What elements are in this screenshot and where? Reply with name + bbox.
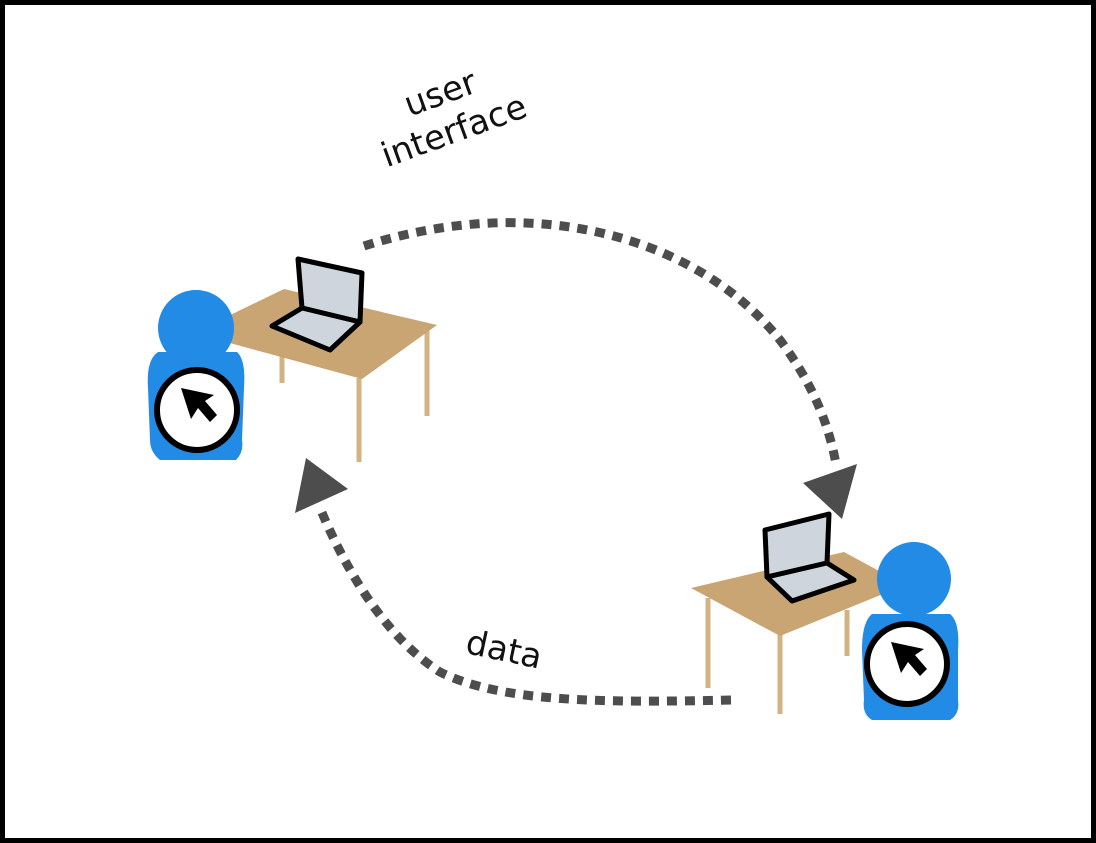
arrow-data: [295, 458, 732, 706]
laptop-icon: [269, 256, 365, 353]
workstation-right: [691, 511, 959, 720]
arrowhead: [803, 464, 857, 519]
arrowhead: [295, 458, 348, 513]
label-data: data: [462, 622, 545, 677]
cursor-arrow-icon: [154, 367, 240, 453]
cursor-arrow-icon: [864, 621, 950, 707]
arrow-user-interface: [362, 218, 857, 519]
person-icon: [147, 290, 245, 460]
laptop-icon: [762, 511, 857, 604]
workstation-left: [147, 256, 437, 462]
person-icon: [862, 542, 959, 720]
